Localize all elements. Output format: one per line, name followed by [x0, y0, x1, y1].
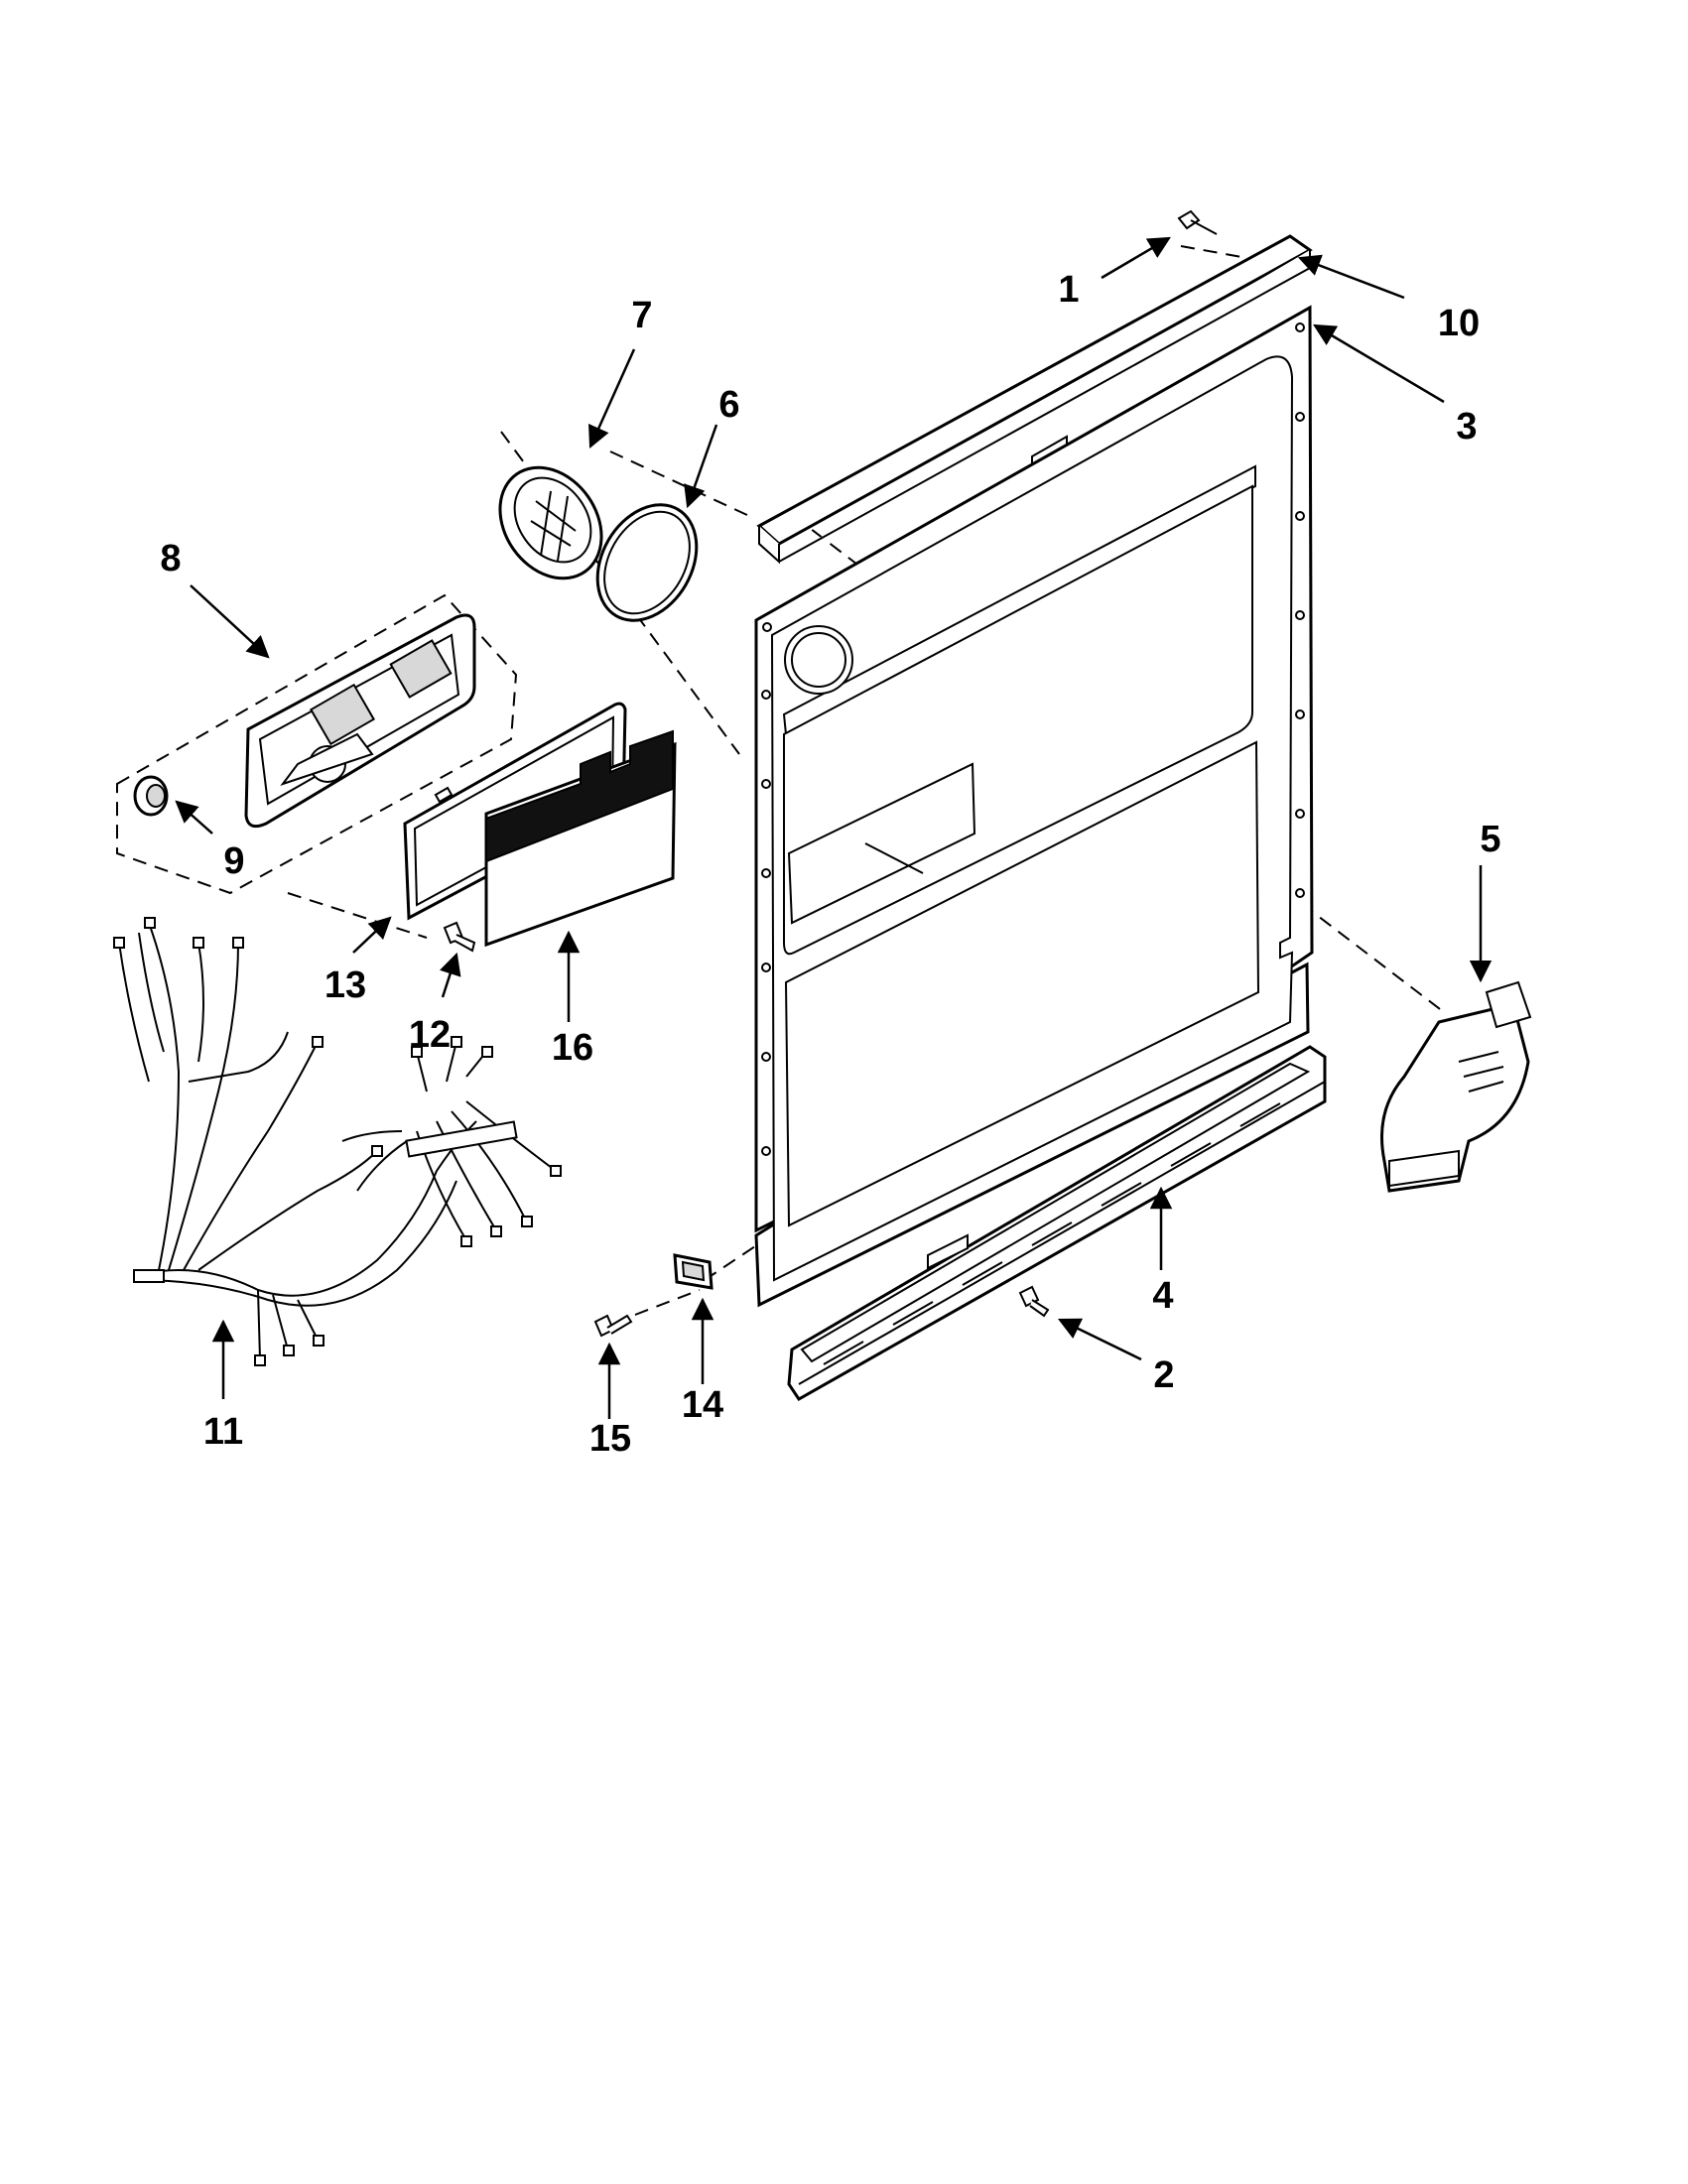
part-9-knob: [133, 775, 169, 817]
callout-10: 10: [1438, 303, 1480, 344]
callout-8: 8: [160, 538, 181, 579]
callout-11: 11: [203, 1411, 243, 1453]
part-12-screw: [443, 921, 476, 953]
callout-5: 5: [1480, 819, 1500, 860]
callout-3: 3: [1456, 406, 1477, 448]
callout-14: 14: [682, 1384, 723, 1426]
callout-2: 2: [1153, 1354, 1174, 1396]
callout-4: 4: [1152, 1275, 1173, 1317]
part-15-screw: [593, 1314, 633, 1338]
leader-arrows: [175, 236, 1493, 1419]
callout-labels: 1 10 3 7 6 8 9 13 12 16 11 15 14 2 4 5: [160, 269, 1500, 1460]
door-screw-holes: [761, 322, 1305, 1156]
callout-7: 7: [631, 295, 652, 336]
callout-12: 12: [409, 1014, 451, 1056]
part-8-control-panel: [116, 593, 518, 895]
callout-15: 15: [589, 1418, 631, 1460]
part-7-vent-cover: [498, 465, 603, 580]
part-16-label: [484, 729, 677, 948]
part-11-wire-harness: [113, 917, 562, 1366]
callout-13: 13: [325, 964, 366, 1006]
callout-1: 1: [1058, 269, 1079, 311]
part-14-clip: [673, 1253, 714, 1290]
part-4-bottom-trim: [787, 1045, 1327, 1401]
callout-16: 16: [552, 1027, 593, 1069]
part-10-top-trim: [756, 234, 1313, 565]
part-5-vent-duct: [1380, 980, 1532, 1193]
part-2-screw: [1018, 1285, 1050, 1318]
part-1-screw: [1177, 209, 1218, 235]
callout-6: 6: [718, 384, 739, 426]
callout-9: 9: [223, 840, 244, 882]
part-3-inner-door: [754, 305, 1314, 1308]
part-6-gasket-ring: [595, 503, 699, 622]
assembly-lines: [287, 245, 1445, 1316]
